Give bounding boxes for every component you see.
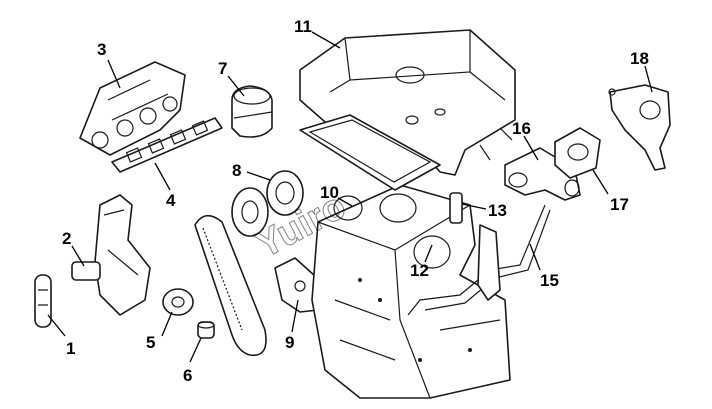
leader-10 <box>337 197 353 207</box>
leader-2 <box>71 245 85 267</box>
leader-13 <box>461 203 487 210</box>
callout-7: 7 <box>218 59 227 78</box>
callout-9: 9 <box>285 333 294 352</box>
callout-3: 3 <box>97 40 106 59</box>
leader-7 <box>227 75 245 97</box>
part-camshaft-pulley <box>231 170 304 237</box>
callout-18: 18 <box>630 49 649 68</box>
leader-16 <box>523 135 539 161</box>
part-timing-belt <box>194 214 267 357</box>
part-water-pump <box>71 194 151 316</box>
callout-13: 13 <box>488 201 507 220</box>
leader-12 <box>424 244 433 263</box>
callout-5: 5 <box>146 333 155 352</box>
part-mounting-bracket <box>608 84 671 171</box>
leader-9 <box>291 299 299 333</box>
part-cylinder-head <box>299 114 441 191</box>
leader-17 <box>592 169 609 195</box>
callout-1: 1 <box>66 339 75 358</box>
leader-11 <box>311 31 341 49</box>
part-temp-sensor <box>449 192 463 224</box>
callout-labels: 1 2 3 4 5 6 7 8 9 10 11 12 13 15 16 17 1… <box>62 17 649 385</box>
leader-3 <box>107 59 121 89</box>
part-coolant-pipes <box>407 204 551 316</box>
callout-2: 2 <box>62 229 71 248</box>
callout-11: 11 <box>294 17 312 36</box>
part-engine-block <box>311 184 511 399</box>
callout-15: 15 <box>540 271 559 290</box>
part-manifold-gasket <box>111 117 223 173</box>
callout-6: 6 <box>183 366 192 385</box>
leader-4 <box>154 162 171 191</box>
callout-16: 16 <box>512 119 531 138</box>
leader-15 <box>529 243 541 271</box>
leader-8 <box>246 171 271 181</box>
leader-1 <box>47 314 66 337</box>
leader-18 <box>644 65 653 93</box>
part-sensor <box>34 274 52 328</box>
part-exhaust-manifold <box>79 61 186 156</box>
callout-10: 10 <box>320 183 339 202</box>
part-idler-bushing <box>197 321 215 339</box>
callout-12: 12 <box>410 261 429 280</box>
part-oil-filter <box>231 85 273 138</box>
part-thermostat-cover <box>554 127 601 179</box>
callout-4: 4 <box>166 191 176 210</box>
leader-6 <box>189 337 202 363</box>
leader-5 <box>161 311 173 337</box>
part-tensioner-roller <box>162 288 194 316</box>
callout-leaders <box>47 31 653 363</box>
callout-8: 8 <box>232 161 241 180</box>
callout-17: 17 <box>610 195 629 214</box>
